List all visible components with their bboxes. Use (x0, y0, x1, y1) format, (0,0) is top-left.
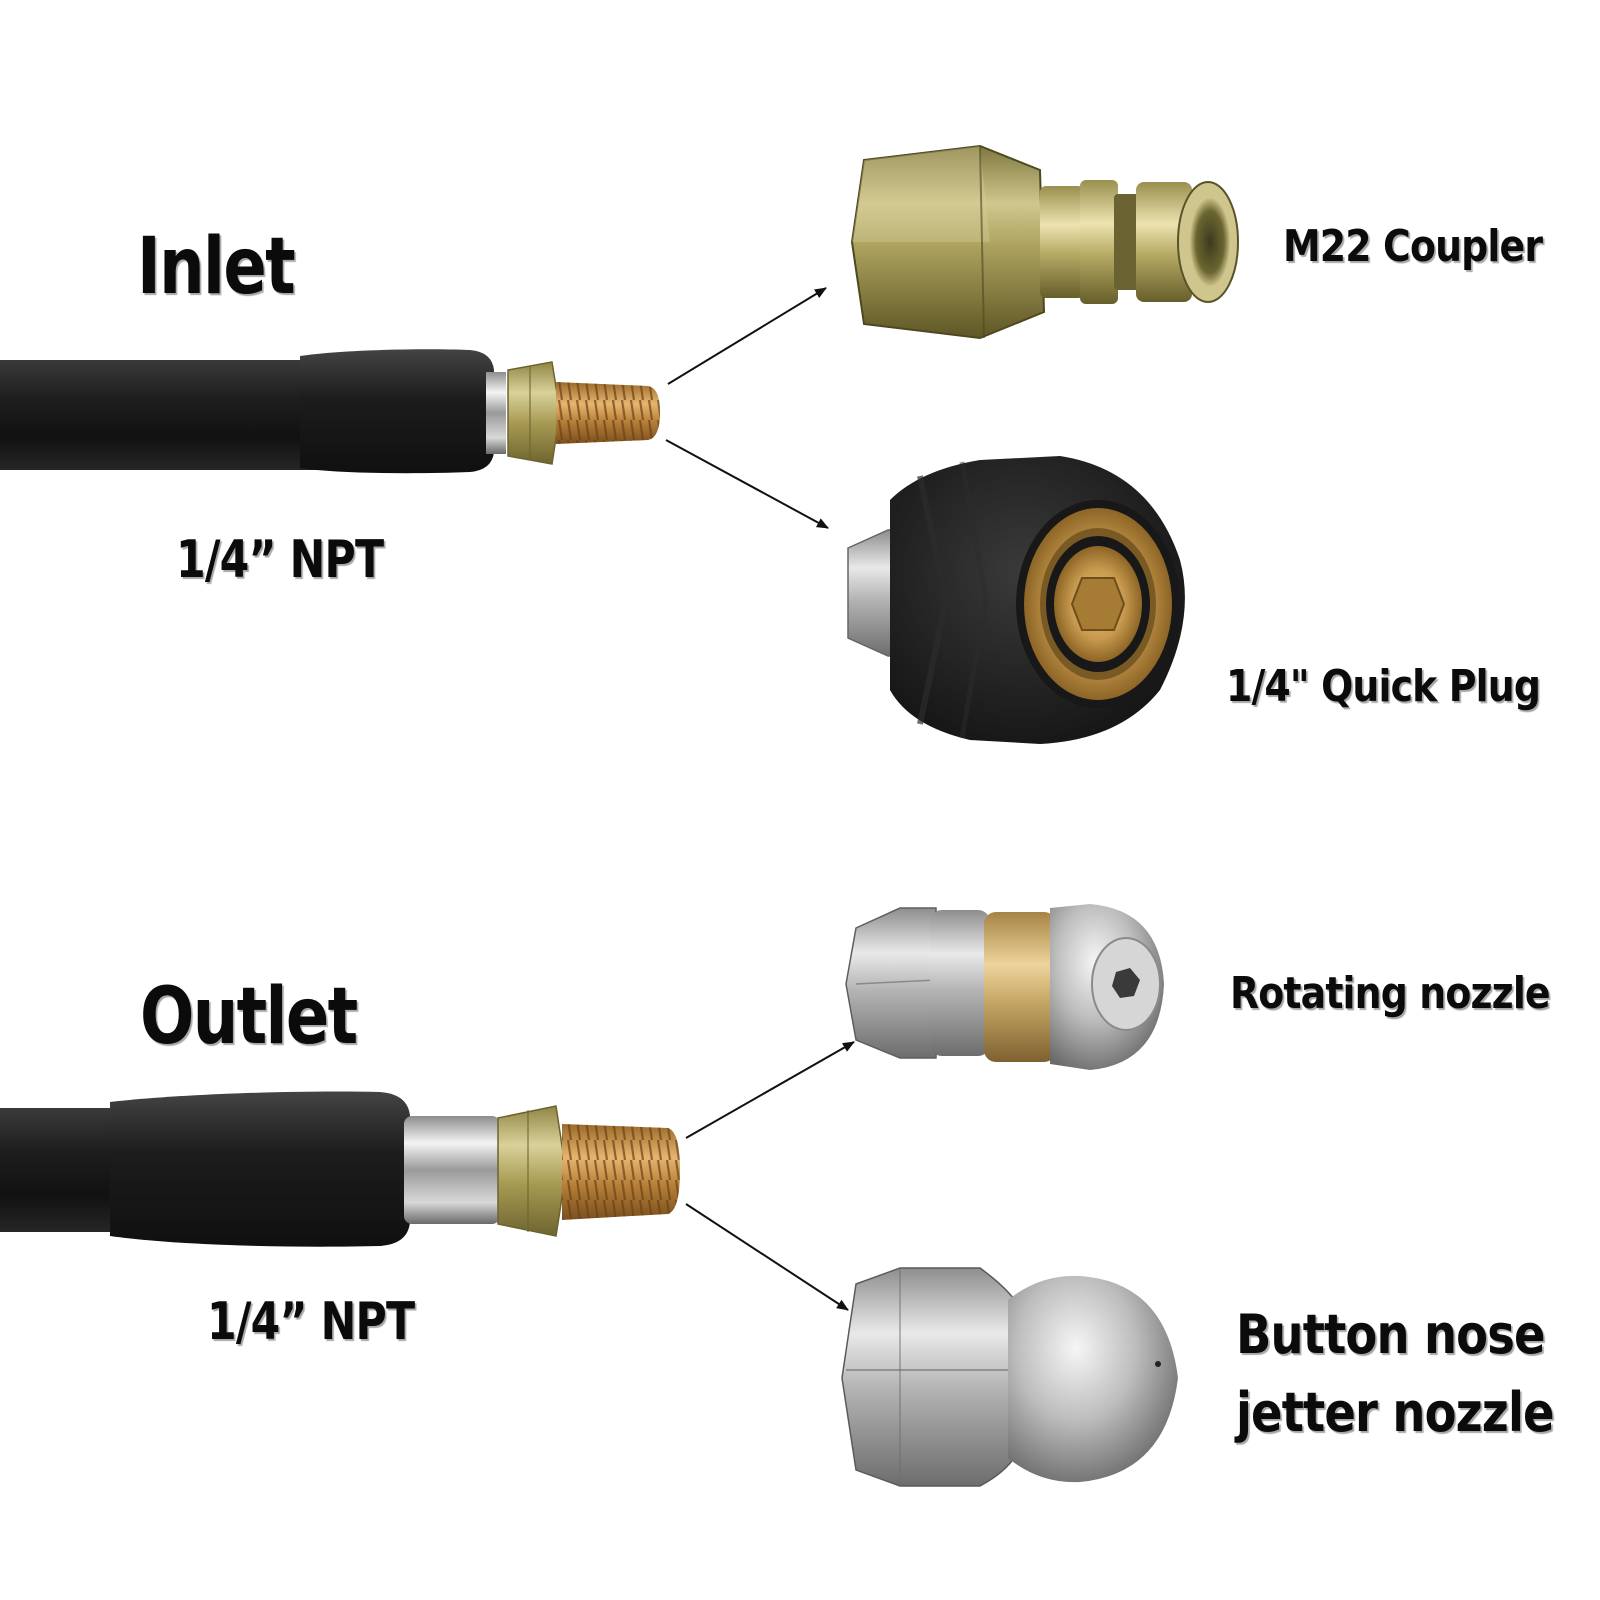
inlet-thread-label: 1/4” NPT (176, 530, 384, 590)
arrow-to-m22-coupler (667, 287, 827, 385)
button-nose-label-line2: jetter nozzle (1236, 1381, 1555, 1444)
button-nose-nozzle-image (841, 1267, 1178, 1487)
quick-plug-image (847, 456, 1185, 744)
arrow-to-rotating-nozzle (685, 1041, 855, 1139)
outlet-crimp-ferrule (404, 1116, 500, 1224)
inlet-title: Inlet (137, 222, 296, 312)
quick-plug-label: 1/4" Quick Plug (1226, 661, 1541, 712)
button-nose-label-line1: Button nose (1236, 1303, 1546, 1366)
inlet-hose-assembly (0, 349, 660, 474)
inlet-crimp-ferrule (486, 372, 506, 454)
outlet-hex-nut (497, 1105, 567, 1237)
arrow-to-quick-plug (665, 439, 829, 529)
arrow-to-button-nose-nozzle (685, 1203, 849, 1311)
outlet-hose-sleeve (110, 1091, 410, 1247)
outlet-hose-assembly (0, 1091, 680, 1247)
inlet-npt-thread (556, 382, 660, 444)
m22-coupler-label: M22 Coupler (1283, 221, 1543, 272)
m22-coupler-image (850, 144, 1239, 340)
rotating-nozzle-image (845, 904, 1164, 1070)
rotating-nozzle-label: Rotating nozzle (1230, 968, 1551, 1019)
outlet-thread-label: 1/4” NPT (207, 1292, 415, 1352)
inlet-hose-sleeve (300, 349, 494, 474)
outlet-npt-thread (562, 1124, 680, 1220)
outlet-title: Outlet (140, 972, 358, 1062)
inlet-hex-nut (507, 361, 561, 465)
